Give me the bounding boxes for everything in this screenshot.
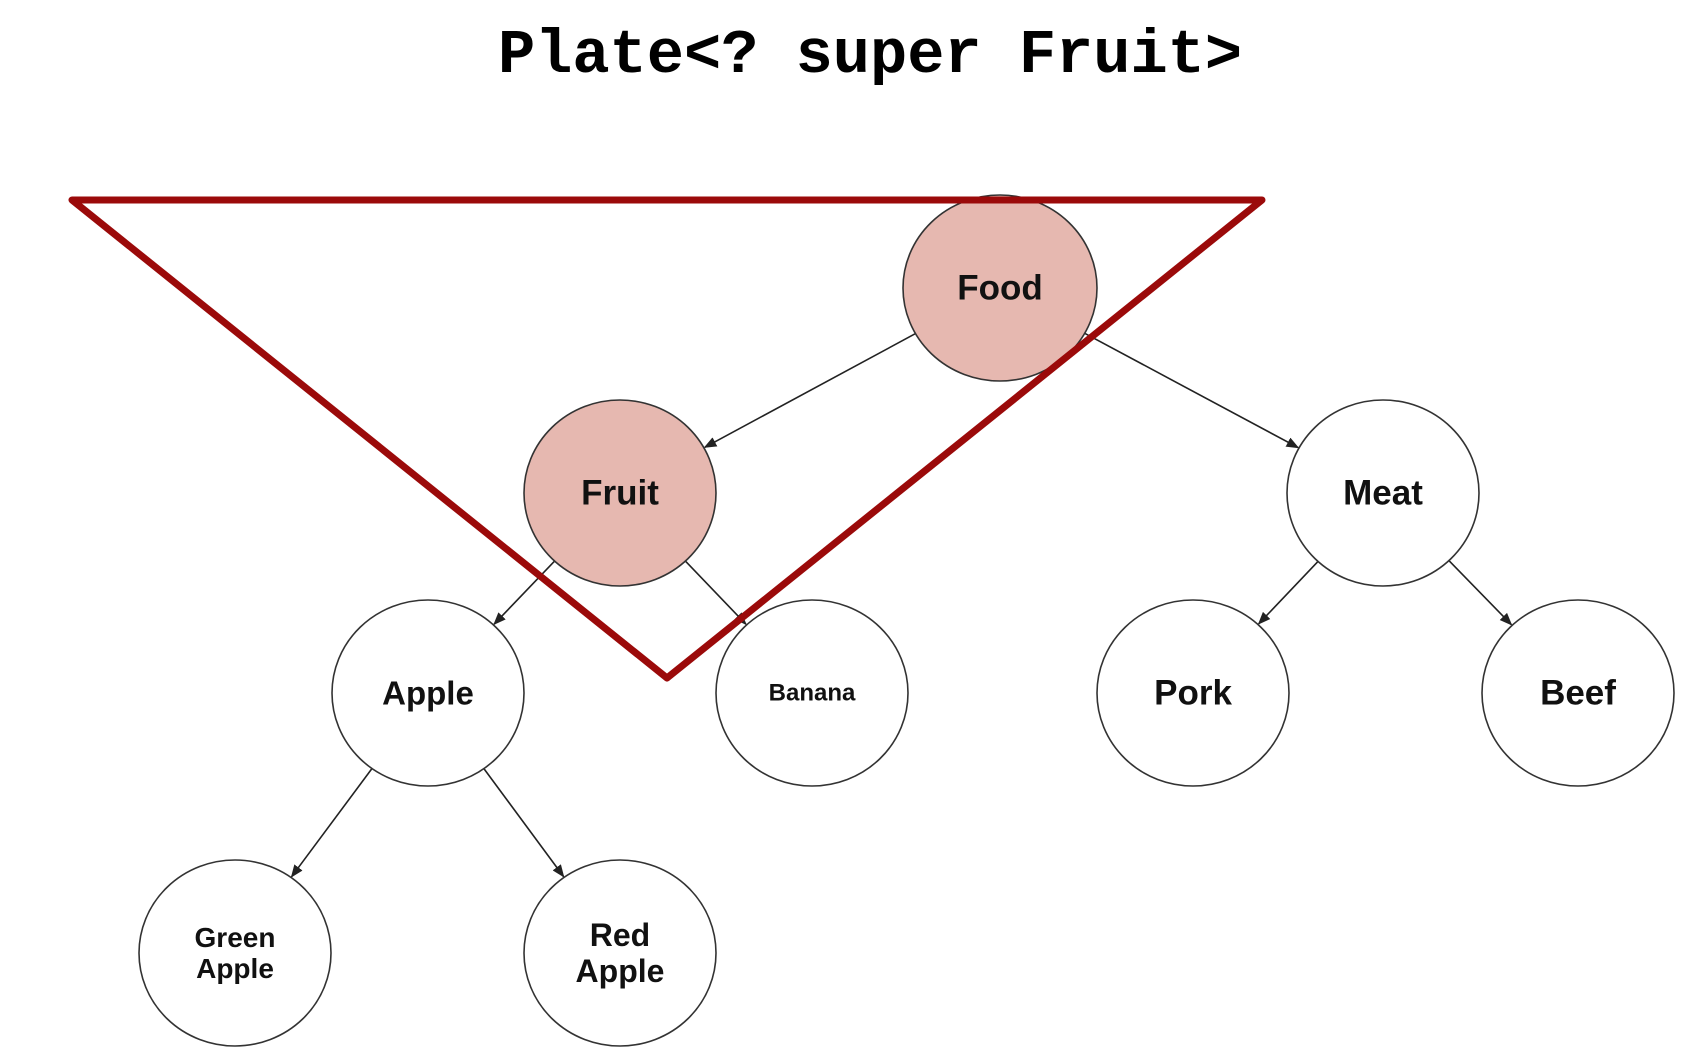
node-banana-circle xyxy=(715,599,909,787)
node-meat: Meat xyxy=(1286,399,1480,587)
edge-food-to-fruit xyxy=(703,332,916,449)
node-green-apple-circle xyxy=(138,859,332,1047)
edge-meat-to-pork xyxy=(1257,560,1319,625)
node-meat-label: Meat xyxy=(1343,474,1423,513)
super-bound-triangle xyxy=(68,196,1266,682)
edge-meat-to-beef xyxy=(1448,560,1513,626)
edge-food-to-meat xyxy=(1084,332,1300,449)
edge-fruit-to-banana xyxy=(684,560,747,626)
node-apple-circle xyxy=(331,599,525,787)
node-red-apple-label: Apple xyxy=(576,953,665,989)
node-apple: Apple xyxy=(331,599,525,787)
edge-apple-to-green-apple xyxy=(290,768,373,878)
node-red-apple-label: Red xyxy=(590,917,650,953)
node-food-circle xyxy=(902,194,1098,382)
node-fruit-circle xyxy=(523,399,717,587)
edges-layer xyxy=(290,332,1513,878)
edge-fruit-to-apple xyxy=(493,560,556,626)
node-food-label: Food xyxy=(957,269,1043,308)
node-food: Food xyxy=(902,194,1098,382)
node-pork: Pork xyxy=(1096,599,1290,787)
node-apple-label: Apple xyxy=(382,675,474,712)
node-meat-circle xyxy=(1286,399,1480,587)
node-fruit-label: Fruit xyxy=(581,474,659,513)
edge-apple-to-red-apple xyxy=(483,768,565,878)
node-fruit: Fruit xyxy=(523,399,717,587)
node-beef-label: Beef xyxy=(1540,674,1616,713)
node-green-apple-label: Green xyxy=(195,922,276,953)
node-pork-label: Pork xyxy=(1154,674,1232,713)
node-beef-circle xyxy=(1481,599,1675,787)
node-red-apple-circle xyxy=(523,859,717,1047)
node-green-apple-label: Apple xyxy=(196,953,274,984)
node-beef: Beef xyxy=(1481,599,1675,787)
node-pork-circle xyxy=(1096,599,1290,787)
node-banana-label: Banana xyxy=(769,680,856,707)
diagram-title: Plate<? super Fruit> xyxy=(498,20,1242,91)
node-banana: Banana xyxy=(715,599,909,787)
